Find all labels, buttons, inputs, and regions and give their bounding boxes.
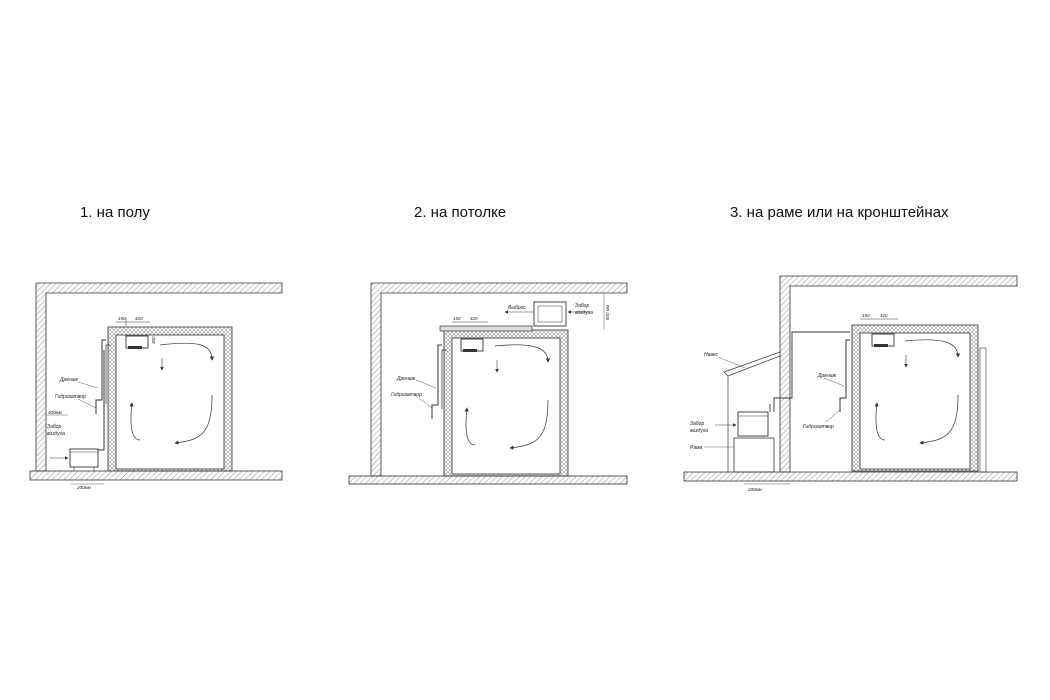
label-air-intake-3a: Забор <box>690 421 704 427</box>
label-air-intake-2b: воздуха <box>575 310 593 316</box>
condensing-unit-2 <box>533 301 567 327</box>
label-drain-2: Дренаж <box>396 376 416 382</box>
label-canopy: Навес <box>704 352 719 358</box>
caption-ceiling: 2. на потолке <box>414 204 507 221</box>
dim-200-1: 200мм <box>76 485 91 490</box>
label-hydroseal-1: Гидрозатвор <box>55 394 86 400</box>
dim-150: 150 <box>118 316 126 321</box>
dim-150-2: 150 <box>453 316 461 321</box>
diagram-floor: 150 420 360 Дренаж Гидрозатвор Забор воз… <box>29 282 283 490</box>
caption-frame: 3. на раме или на кронштейнах <box>730 204 949 221</box>
caption-floor: 1. на полу <box>80 204 150 221</box>
floor-1 <box>29 470 283 481</box>
label-frame: Рама <box>690 445 703 451</box>
dim-420-2: 420 <box>470 316 478 321</box>
label-air-intake-1a: Забор <box>47 424 61 430</box>
dim-360: 360 <box>151 336 156 344</box>
dim-200-3: 200мм <box>747 487 762 492</box>
dim-420: 420 <box>135 316 143 321</box>
condensing-unit-1 <box>69 448 99 468</box>
dim-150-3: 150 <box>862 313 870 318</box>
canopy <box>723 351 781 377</box>
floor-2 <box>348 475 628 485</box>
label-exhaust: Выброс <box>508 305 526 311</box>
label-air-intake-3b: воздуха <box>690 428 708 434</box>
diagram-ceiling: 600 мм Выброс Забор воздуха 150 420 Дрен… <box>348 282 628 485</box>
dim-420-3: 420 <box>880 313 888 318</box>
label-drain-3: Дренаж <box>817 373 837 379</box>
label-air-intake-1b: воздуха <box>47 431 65 437</box>
condensing-unit-3 <box>737 411 769 437</box>
label-drain-1: Дренаж <box>59 377 79 383</box>
label-hydroseal-2: Гидрозатвор <box>391 392 422 398</box>
diagram-frame: Навес Забор воздуха Рама 200мм 150 420 Д… <box>683 275 1018 492</box>
label-hydroseal-3: Гидрозатвор <box>803 424 834 430</box>
dim-400: 400мм <box>48 410 62 415</box>
floor-3 <box>683 471 1018 482</box>
dim-600: 600 мм <box>605 305 610 320</box>
label-air-intake-2a: Забор <box>575 303 589 309</box>
frame-3 <box>733 437 775 473</box>
